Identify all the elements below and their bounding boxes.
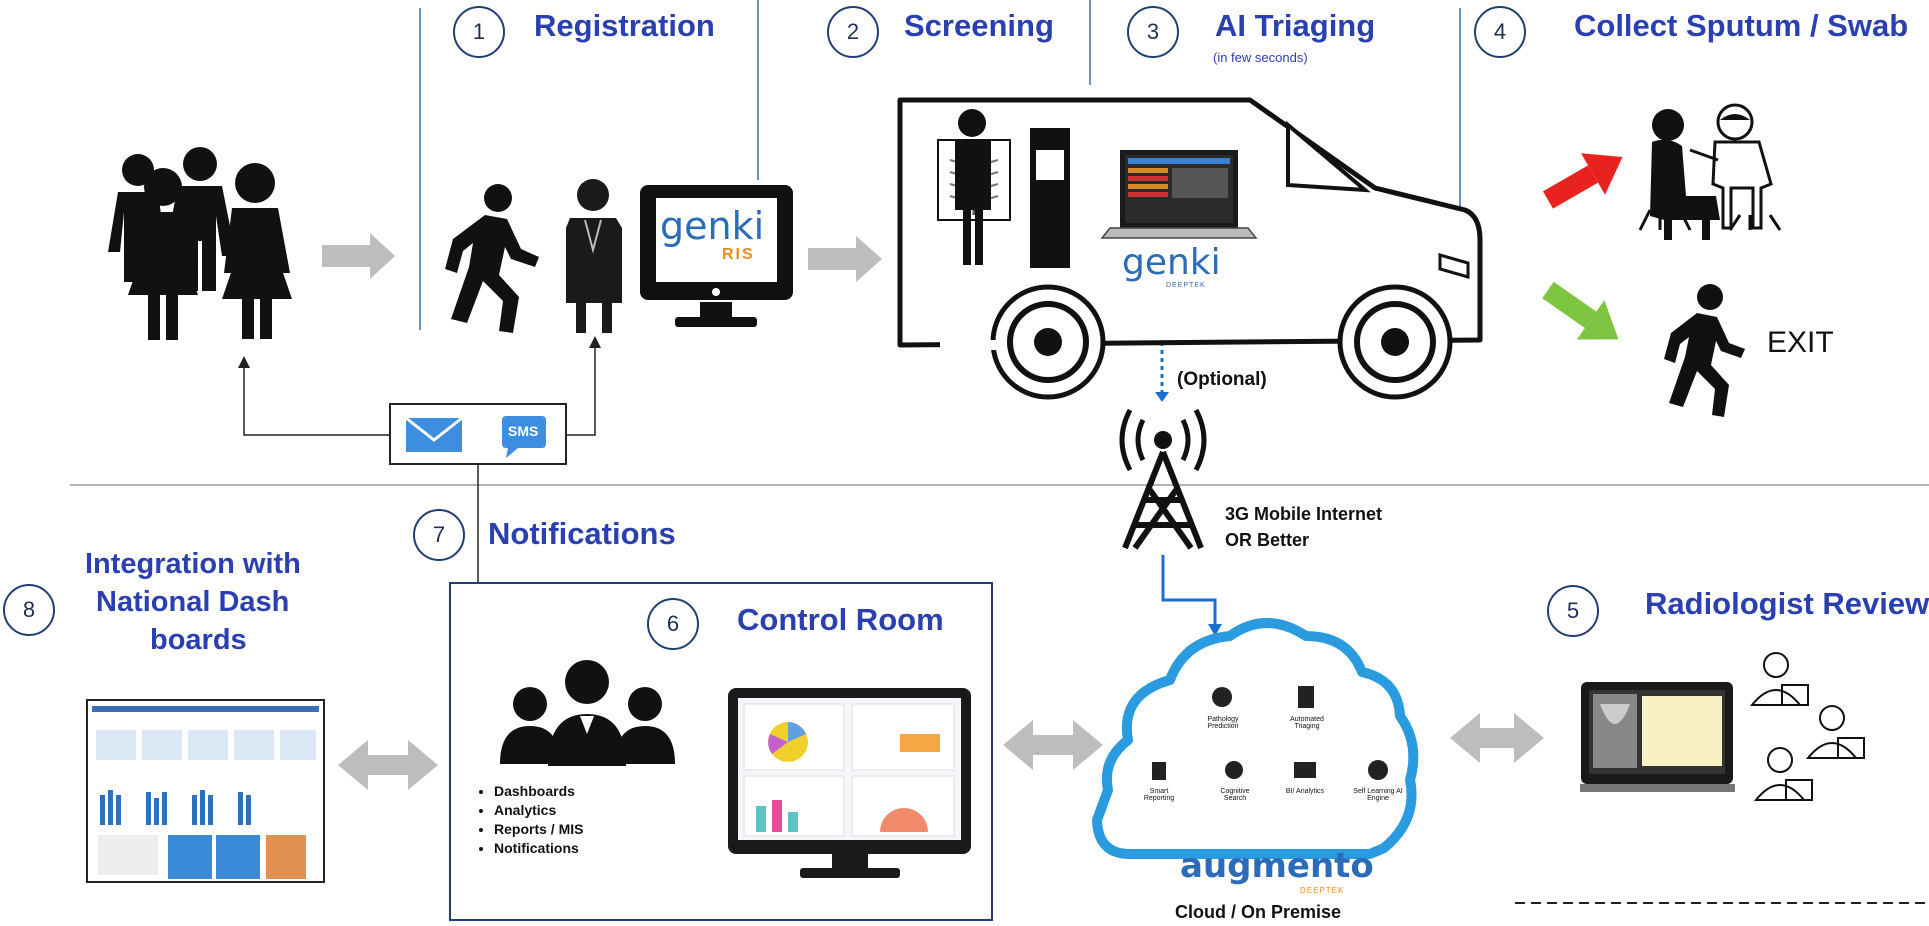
- cloud-logo: augmento: [1180, 846, 1374, 886]
- arrow-people-to-registration: [322, 233, 395, 279]
- step-2-title: Screening: [904, 8, 1054, 43]
- cloud-logo-sub: DEEPTEK: [1300, 886, 1345, 895]
- list-item: Notifications: [494, 839, 583, 858]
- double-arrow-dash-control: [338, 740, 438, 790]
- radiologist-icons: [1749, 652, 1865, 801]
- optional-label: (Optional): [1177, 369, 1267, 390]
- cloud-feature-label: Cognitive Search: [1220, 788, 1250, 802]
- list-item: Analytics: [494, 801, 583, 820]
- arrow-ris-to-van: [808, 236, 882, 282]
- step-8-number: 8: [3, 584, 55, 636]
- network-label-line-1: 3G Mobile Internet: [1225, 504, 1383, 524]
- step-1-number: 1: [453, 6, 505, 58]
- step-8-title-line-2: National Dash: [96, 586, 290, 618]
- cloud-feature-label: Smart Reporting: [1143, 788, 1175, 802]
- step-7-title: Notifications: [488, 516, 676, 551]
- step-2-number: 2: [827, 6, 879, 58]
- step-6-number: 6: [647, 598, 699, 650]
- team-icon: [500, 660, 675, 766]
- cloud-caption: Cloud / On Premise: [1175, 902, 1342, 922]
- people-group-icon: [108, 147, 292, 340]
- step-4-number: 4: [1474, 6, 1526, 58]
- xray-panel-icon: [937, 109, 1070, 268]
- ris-logo-sub: RIS: [722, 246, 755, 263]
- network-label-line-2: OR Better: [1225, 530, 1310, 550]
- doctor-icon: [566, 179, 622, 333]
- van-logo-sub: DEEPTEK: [1166, 282, 1206, 289]
- list-item: Dashboards: [494, 782, 583, 801]
- cloud-feature-label: Pathology Prediction: [1207, 716, 1239, 730]
- sms-label: SMS: [508, 423, 539, 439]
- step-8-title-line-1: Integration with: [85, 548, 301, 580]
- step-3-number: 3: [1127, 6, 1179, 58]
- sms-icon: [502, 416, 546, 458]
- cell-tower-icon: [1119, 408, 1207, 550]
- step-6-title: Control Room: [737, 602, 944, 637]
- step-1-title: Registration: [534, 8, 715, 43]
- laptop-icon: [1100, 150, 1258, 239]
- step-5-title: Radiologist Review: [1645, 586, 1929, 621]
- cloud-feature-label: Self Learning AI Engine: [1353, 788, 1403, 802]
- double-arrow-cloud-radiologist: [1450, 713, 1544, 763]
- control-room-monitor-icon: [728, 688, 971, 878]
- exit-walking-person-icon: [1664, 284, 1745, 417]
- van-logo: genki: [1122, 242, 1221, 283]
- walking-person-icon: [445, 184, 539, 333]
- national-dashboard-thumbnail: [86, 699, 325, 883]
- cloud-shape: [1092, 618, 1419, 859]
- step-3-note: (in few seconds): [1213, 50, 1308, 65]
- exit-label: EXIT: [1767, 326, 1834, 359]
- step-7-number: 7: [413, 509, 465, 561]
- step-8-title-line-3: boards: [150, 624, 247, 656]
- swab-collection-icon: [1638, 103, 1782, 240]
- ris-monitor-icon: [640, 185, 793, 327]
- radiologist-workstation-icon: [1580, 682, 1735, 792]
- step-4-title: Collect Sputum / Swab: [1574, 8, 1909, 43]
- control-room-list: Dashboards Analytics Reports / MIS Notif…: [472, 782, 583, 858]
- step-3-title: AI Triaging: [1215, 8, 1376, 43]
- cloud-feature-icons: [1152, 686, 1388, 780]
- green-arrow: [1542, 281, 1619, 340]
- email-icon: [405, 416, 463, 452]
- ris-logo: genki: [660, 204, 765, 248]
- step-5-number: 5: [1547, 585, 1599, 637]
- red-arrow: [1543, 153, 1623, 209]
- cloud-feature-label: BI/ Analytics: [1285, 788, 1325, 795]
- double-arrow-control-cloud: [1003, 720, 1103, 770]
- list-item: Reports / MIS: [494, 820, 583, 839]
- cloud-feature-label: Automated Triaging: [1290, 716, 1324, 730]
